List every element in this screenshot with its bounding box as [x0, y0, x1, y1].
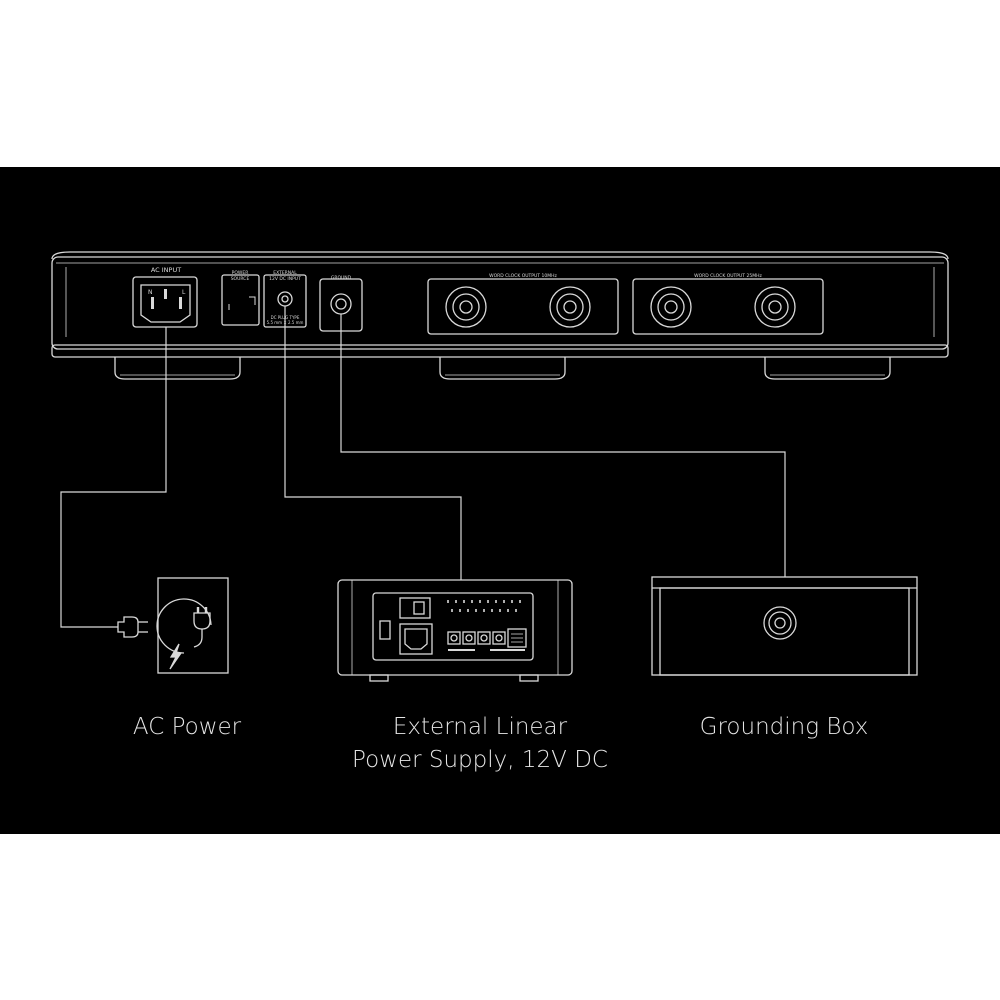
connection-diagram: AC INPUT N L POWER SOURCE EXTERNAL 12V D… [51, 251, 949, 682]
caption-external-psu-line-1: External Linear [392, 714, 568, 740]
device-foot [114, 357, 241, 380]
power-source-label-2: SOURCE [231, 276, 250, 282]
device-rear-panel: AC INPUT N L POWER SOURCE EXTERNAL 12V D… [51, 251, 949, 380]
wall-socket-plug-lightning-icon [156, 577, 229, 674]
ac-power-cable [60, 327, 167, 628]
connection-lines [60, 306, 786, 628]
external-dc-label-2: 12V DC INPUT [269, 276, 301, 282]
grounding-box-icon [651, 576, 918, 676]
device-foot [764, 357, 891, 380]
word-clock-output-10mhz: WORD CLOCK OUTPUT 10MHz [427, 273, 619, 335]
dc-power-cable [284, 306, 462, 580]
ac-input-socket: AC INPUT N L [132, 266, 198, 328]
caption-grounding-box: Grounding Box [699, 714, 869, 740]
power-source-switch: POWER SOURCE [221, 270, 260, 326]
caption-external-psu-line-2: Power Supply, 12V DC [352, 747, 608, 773]
ac-input-label: AC INPUT [151, 266, 181, 274]
device-foot [439, 357, 566, 380]
word-clock-output-25mhz: WORD CLOCK OUTPUT 25MHz [632, 273, 824, 335]
power-plug-icon [117, 616, 148, 638]
power-source-label-1: POWER [232, 270, 249, 276]
linear-power-supply-icon [337, 579, 573, 682]
ground-label: GROUND [331, 275, 352, 281]
word-clock-1-label: WORD CLOCK OUTPUT 10MHz [489, 273, 557, 279]
iec-pin-n: N [148, 289, 153, 296]
iec-pin-l: L [182, 289, 186, 296]
ground-cable [340, 314, 786, 577]
diagram-stage: AC INPUT N L POWER SOURCE EXTERNAL 12V D… [0, 167, 1000, 834]
caption-ac-power: AC Power [132, 714, 242, 740]
word-clock-2-label: WORD CLOCK OUTPUT 25MHz [694, 273, 762, 279]
external-dc-label-1: EXTERNAL [273, 270, 297, 276]
